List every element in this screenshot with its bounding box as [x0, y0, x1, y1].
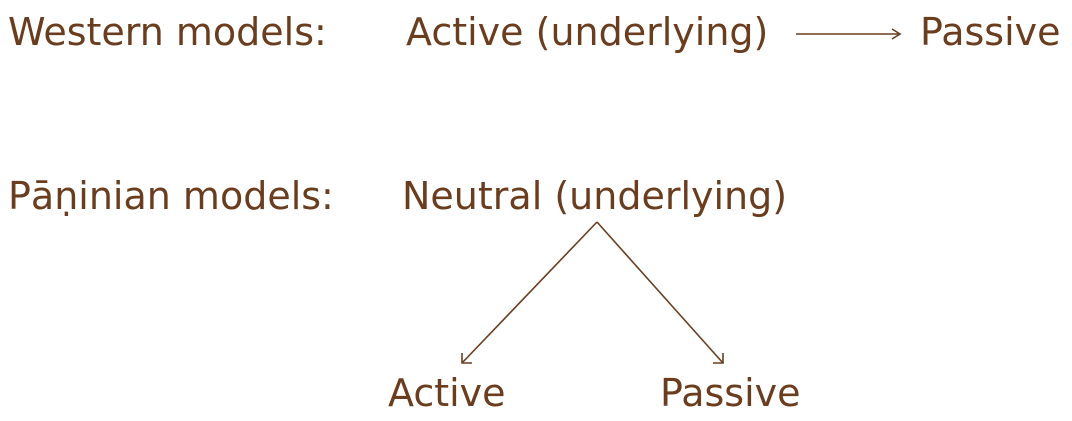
western-derived-node: Passive	[920, 10, 1061, 54]
paninian-derived-right-node: Passive	[660, 371, 801, 415]
paninian-arrow-left	[461, 221, 598, 364]
paninian-arrow-right	[596, 221, 724, 364]
western-underlying-node: Active (underlying)	[406, 10, 769, 54]
western-arrow	[796, 28, 902, 40]
paninian-derived-left-node: Active	[388, 371, 506, 415]
western-models-label: Western models:	[8, 10, 327, 54]
paninian-models-label: Pāṇinian models:	[8, 174, 334, 218]
paninian-underlying-node: Neutral (underlying)	[402, 174, 788, 218]
